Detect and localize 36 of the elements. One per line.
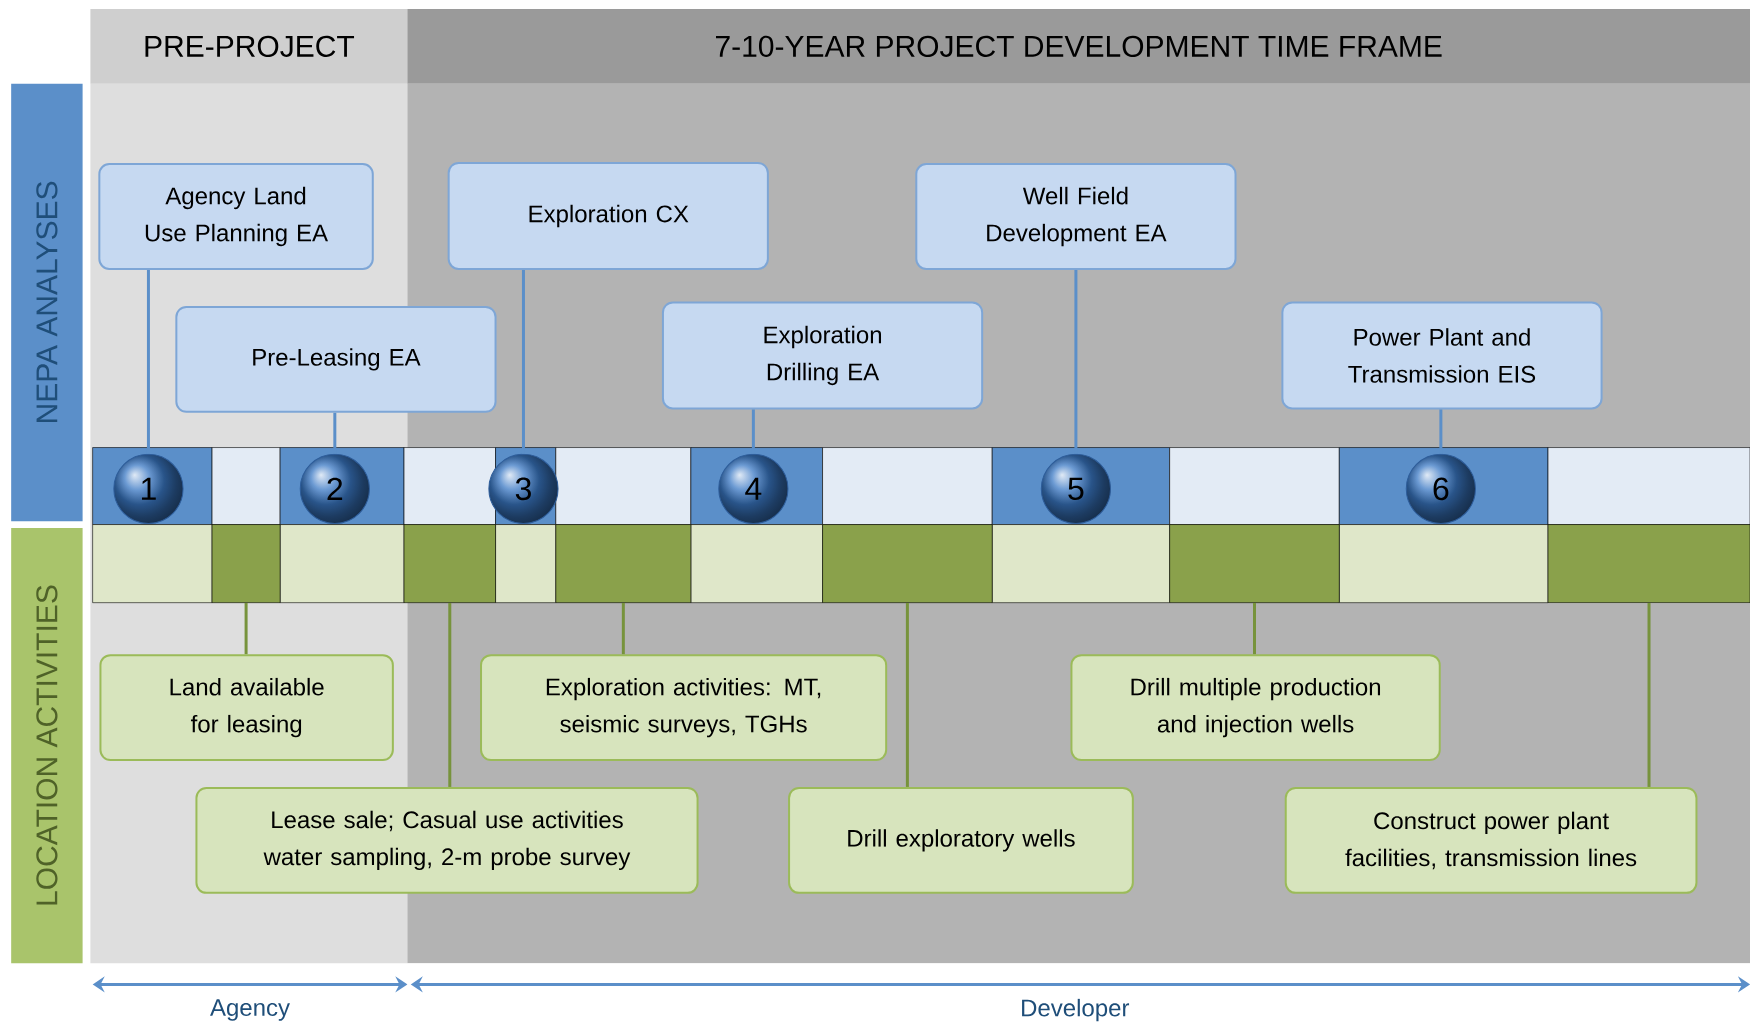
side-band: NEPA ANALYSES <box>11 83 83 522</box>
header-band: 7-10-YEAR PROJECT DEVELOPMENT TIME FRAME <box>407 8 1750 84</box>
activity-box: Drill exploratory wells <box>788 786 1134 894</box>
analysis-box: Pre-Leasing EA <box>175 305 497 413</box>
analysis-box: Well Field Development EA <box>915 163 1237 270</box>
timeline-cell <box>822 524 993 603</box>
timeline-cell <box>555 524 692 603</box>
leader-line <box>1647 603 1651 787</box>
analysis-box: Agency Land Use Planning EA <box>98 163 374 270</box>
activity-box: Construct power plant facilities, transmission lines <box>1284 786 1698 894</box>
leader-line <box>521 269 525 454</box>
timeline-cell <box>211 524 281 603</box>
side-band: LOCATION ACTIVITIES <box>11 527 83 964</box>
header-band: PRE-PROJECT <box>90 8 408 84</box>
leader-line <box>1074 269 1078 454</box>
activity-box: Drill multiple production and injection wells <box>1070 654 1441 762</box>
analysis-box: Exploration CX <box>447 161 769 270</box>
leader-line <box>448 603 452 787</box>
leader-line <box>1253 603 1256 655</box>
timeline-cell <box>1169 524 1340 603</box>
activity-box: Lease sale; Casual use activities water sampling, 2-m probe survey <box>195 786 699 894</box>
leader-line <box>244 603 248 655</box>
leader-line <box>333 412 337 454</box>
timeline-cell <box>403 524 496 603</box>
analysis-box: Power Plant and Transmission EIS <box>1281 301 1603 410</box>
leader-line <box>905 603 909 787</box>
span-label: Agency <box>210 999 290 1021</box>
leader-line <box>751 409 755 454</box>
activity-box: Land available for leasing <box>99 654 394 762</box>
leader-line <box>1439 409 1443 454</box>
leader-line <box>621 603 625 655</box>
span-label: Developer <box>1022 998 1130 1022</box>
activity-box: Exploration activities: MT, seismic surveys, TGHs <box>480 654 888 762</box>
leader-line <box>146 269 150 454</box>
timeline-cell <box>1547 524 1750 603</box>
analysis-box: Exploration Drilling EA <box>661 301 984 410</box>
